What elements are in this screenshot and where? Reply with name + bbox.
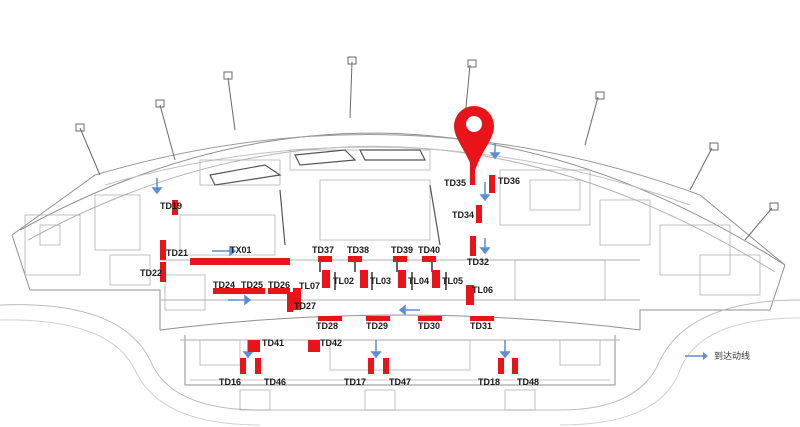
ad-slot-td36[interactable] [489, 175, 495, 193]
slot-label-td36: TD36 [498, 176, 520, 186]
slot-label-td40: TD40 [418, 245, 440, 255]
ad-slot-td28[interactable] [318, 316, 342, 321]
ad-slot-td26[interactable] [268, 288, 290, 294]
ad-slot-td31[interactable] [470, 316, 494, 321]
ad-slot-td37[interactable] [318, 256, 332, 262]
ad-slot-td24[interactable] [213, 288, 241, 294]
ad-slot-tl05[interactable] [432, 270, 440, 288]
ad-slot-td48[interactable] [512, 358, 518, 374]
ad-slot-td47[interactable] [383, 358, 389, 374]
slot-label-td41: TD41 [262, 338, 284, 348]
ad-slot-td46[interactable] [255, 358, 261, 374]
ad-slot-td32[interactable] [470, 236, 476, 256]
ad-slot-td16[interactable] [240, 358, 246, 374]
slot-label-td38: TD38 [347, 245, 369, 255]
slot-label-td21: TD21 [166, 248, 188, 258]
ad-slot-td39[interactable] [393, 256, 407, 262]
slot-label-td37: TD37 [312, 245, 334, 255]
ad-slot-tx01[interactable] [190, 258, 290, 265]
ad-slot-td21[interactable] [160, 240, 166, 260]
slot-label-td16: TD16 [219, 377, 241, 387]
slot-label-td19: TD19 [160, 201, 182, 211]
light-poles [75, 56, 779, 241]
slot-label-td25: TD25 [241, 280, 263, 290]
legend-label: 到达动线 [714, 350, 750, 361]
slot-label-td18: TD18 [478, 377, 500, 387]
drop-off-road [209, 149, 441, 246]
map-pin-icon[interactable] [454, 106, 494, 174]
ad-slot-td30[interactable] [418, 316, 442, 321]
ad-slot-td17[interactable] [368, 358, 374, 374]
slot-label-td46: TD46 [264, 377, 286, 387]
ad-slot-td27[interactable] [287, 292, 293, 312]
ad-slot-td34[interactable] [476, 205, 482, 223]
slot-label-tl05: TL05 [442, 276, 463, 286]
ad-slot-td19[interactable] [172, 200, 178, 215]
slot-label-td47: TD47 [389, 377, 411, 387]
slot-label-td31: TD31 [470, 321, 492, 331]
ad-slot-td40[interactable] [422, 256, 436, 262]
slot-label-tl03: TL03 [370, 276, 391, 286]
ad-slot-td42[interactable] [308, 340, 320, 352]
slot-label-tl02: TL02 [333, 276, 354, 286]
interior-rooms [24, 149, 761, 411]
slot-label-td42: TD42 [320, 338, 342, 348]
ad-slot-tl06[interactable] [466, 285, 474, 305]
slot-label-td24: TD24 [213, 280, 235, 290]
ad-slot-td22[interactable] [160, 262, 166, 282]
slot-label-td32: TD32 [467, 257, 489, 267]
ad-slot-td18[interactable] [498, 358, 504, 374]
ad-slot-td25[interactable] [241, 288, 265, 294]
slot-label-td48: TD48 [517, 377, 539, 387]
slot-label-td28: TD28 [316, 321, 338, 331]
slot-label-td35: TD35 [444, 178, 466, 188]
ad-slots [160, 160, 518, 374]
slot-label-tl07: TL07 [299, 281, 320, 291]
slot-label-tx01: TX01 [230, 245, 252, 255]
slot-label-td34: TD34 [452, 210, 474, 220]
slot-label-td30: TD30 [418, 321, 440, 331]
slot-label-td39: TD39 [391, 245, 413, 255]
ad-slot-tl02[interactable] [322, 270, 330, 288]
slot-label-td17: TD17 [344, 377, 366, 387]
ad-slot-td38[interactable] [348, 256, 362, 262]
slot-label-td29: TD29 [366, 321, 388, 331]
slot-label-tl06: TL06 [472, 285, 493, 295]
legend: 到达动线 [685, 350, 750, 361]
ad-slot-tl04[interactable] [398, 270, 406, 288]
slot-label-td22: TD22 [140, 268, 162, 278]
slot-label-tl04: TL04 [408, 276, 429, 286]
ad-slot-td35[interactable] [470, 160, 475, 185]
ad-slot-td41[interactable] [248, 340, 260, 352]
slot-label-td27: TD27 [294, 301, 316, 311]
ad-slot-tl07[interactable] [293, 288, 301, 310]
slot-label-td26: TD26 [268, 280, 290, 290]
ad-slot-tl03[interactable] [360, 270, 368, 288]
ad-slot-td29[interactable] [366, 316, 390, 321]
